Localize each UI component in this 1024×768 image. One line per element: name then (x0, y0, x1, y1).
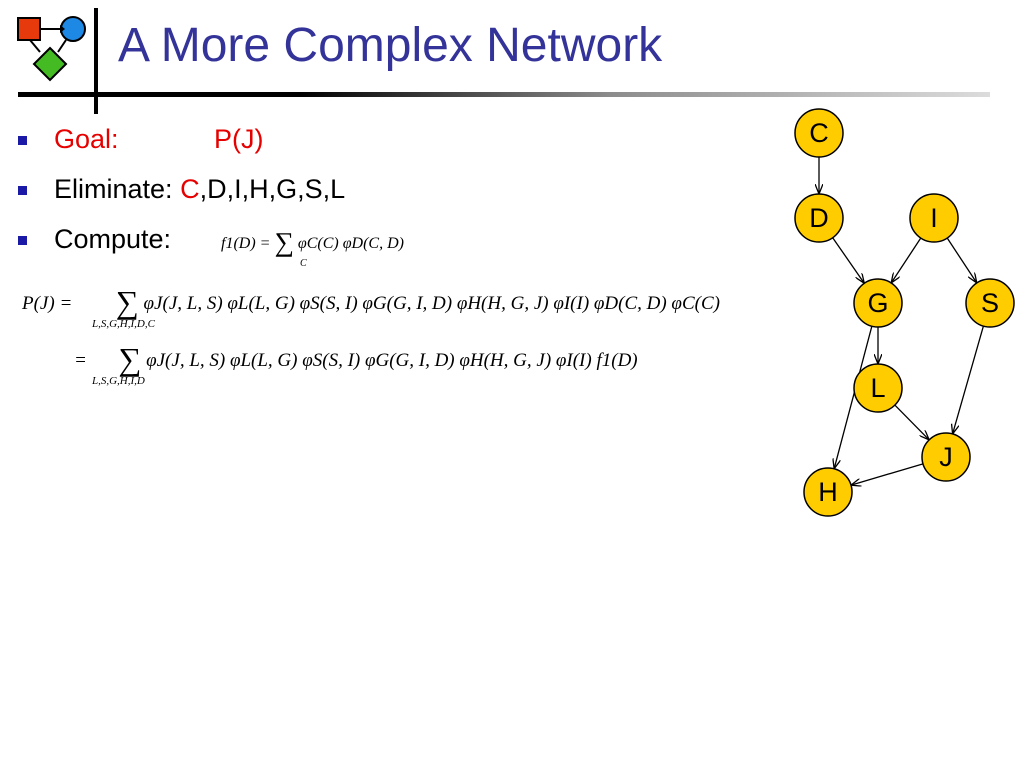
edge-G-H (834, 326, 873, 468)
compute-formula: f1(D) = ∑ φC(C) φD(C, D) (221, 227, 404, 257)
node-label: H (818, 477, 838, 507)
equation-1-rhs: φJ(J, L, S) φL(L, G) φS(S, I) φG(G, I, D… (143, 293, 720, 315)
equation-2-rhs: φJ(J, L, S) φL(L, G) φS(S, I) φG(G, I, D… (146, 350, 638, 372)
network-nodes: C D I G S L J H (794, 108, 1015, 517)
edge-I-G (892, 237, 922, 282)
bullet-marker (18, 186, 27, 195)
node-circle (794, 108, 844, 158)
node-S: S (965, 278, 1015, 328)
node-G: G (853, 278, 903, 328)
equation-1-sum-index: L,S,G,H,I,D,C (92, 318, 155, 330)
equation-2: = ∑ φJ(J, L, S) φL(L, G) φS(S, I) φG(G, … (74, 343, 638, 375)
edge-I-S (946, 237, 976, 282)
node-circle (853, 278, 903, 328)
network-edges (819, 157, 985, 485)
node-circle (921, 432, 971, 482)
node-label: I (930, 203, 938, 233)
node-circle (803, 467, 853, 517)
node-L: L (853, 363, 903, 413)
node-label: L (870, 373, 885, 403)
equation-1: P(J) = ∑ φJ(J, L, S) φL(L, G) φS(S, I) φ… (22, 286, 720, 318)
bayes-network-diagram: C D I G S L J H (794, 108, 1015, 517)
node-label: D (809, 203, 829, 233)
edge-L-J (894, 404, 929, 439)
node-label: S (981, 288, 999, 318)
logo-icon (17, 16, 86, 82)
node-circle (909, 193, 959, 243)
node-circle (965, 278, 1015, 328)
node-label: C (809, 118, 829, 148)
node-J: J (921, 432, 971, 482)
node-C: C (794, 108, 844, 158)
node-I: I (909, 193, 959, 243)
title-divider-vertical (94, 8, 98, 114)
equation-1-lhs: P(J) = (22, 293, 73, 315)
edge-J-H (852, 463, 924, 485)
eliminate-label: Eliminate: (54, 174, 173, 204)
sum-symbol: ∑ (115, 284, 139, 320)
edge-S-J (953, 325, 985, 433)
goal-value: P(J) (214, 124, 264, 154)
compute-formula-lhs: f1(D) = (221, 234, 271, 252)
node-circle (853, 363, 903, 413)
compute-label: Compute: (54, 224, 172, 254)
sum-symbol: ∑ (274, 227, 294, 257)
slide-title: A More Complex Network (118, 19, 663, 72)
equation-2-lhs: = (74, 350, 87, 372)
compute-formula-rhs: φC(C) φD(C, D) (297, 234, 404, 252)
node-label: G (867, 288, 888, 318)
eliminate-first: C (180, 174, 200, 204)
title-rule-fade (300, 92, 990, 97)
node-H: H (803, 467, 853, 517)
eliminate-rest: ,D,I,H,G,S,L (199, 174, 346, 204)
bullet-marker (18, 236, 27, 245)
node-label: J (939, 442, 953, 472)
edge-D-G (832, 237, 864, 283)
bullet-marker (18, 136, 27, 145)
equation-2-sum-index: L,S,G,H,I,D (92, 375, 145, 387)
goal-label: Goal: (54, 124, 119, 154)
compute-sum-index: C (300, 258, 307, 269)
node-D: D (794, 193, 844, 243)
sum-symbol: ∑ (118, 341, 142, 377)
node-circle (794, 193, 844, 243)
